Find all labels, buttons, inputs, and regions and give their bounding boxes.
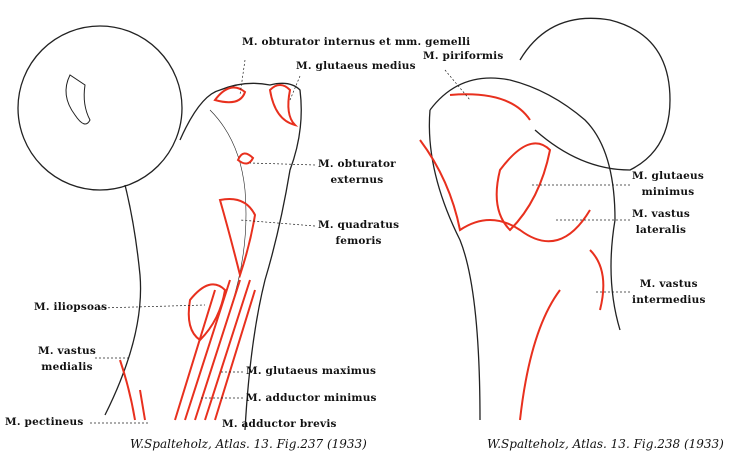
label-line: M. vastus bbox=[639, 278, 698, 290]
label-adductor-minimus: M. adductor minimus bbox=[246, 392, 377, 404]
label-piriformis: M. piriformis bbox=[423, 50, 504, 62]
caption-fig237: W.Spalteholz, Atlas. 13. Fig.237 (1933) bbox=[130, 437, 367, 451]
label-line: minimus bbox=[641, 186, 695, 198]
label-glutaeus-minimus: M. glutaeus minimus bbox=[632, 168, 704, 200]
label-line: medialis bbox=[41, 361, 93, 373]
left-femoral-head bbox=[17, 25, 183, 191]
label-vastus-lateralis: M. vastus lateralis bbox=[632, 206, 690, 238]
label-obturator-externus: M. obturator externus bbox=[318, 156, 396, 188]
label-iliopsoas: M. iliopsoas bbox=[34, 301, 108, 313]
label-vastus-medialis: M. vastus medialis bbox=[38, 343, 96, 375]
right-muscle-attachments bbox=[419, 93, 605, 421]
label-quadratus-femoris: M. quadratus femoris bbox=[318, 217, 399, 249]
label-vastus-intermedius: M. vastus intermedius bbox=[632, 276, 706, 308]
label-line: externus bbox=[330, 174, 384, 186]
label-adductor-brevis: M. adductor brevis bbox=[222, 418, 337, 430]
label-line: lateralis bbox=[635, 224, 687, 236]
label-line: M. glutaeus bbox=[632, 170, 704, 182]
caption-fig238: W.Spalteholz, Atlas. 13. Fig.238 (1933) bbox=[487, 437, 724, 451]
label-line: intermedius bbox=[632, 294, 706, 306]
leader-lines bbox=[90, 59, 630, 424]
label-glutaeus-medius: M. glutaeus medius bbox=[296, 60, 416, 72]
label-line: M. vastus bbox=[632, 208, 690, 220]
left-muscle-attachments bbox=[119, 84, 299, 421]
label-glutaeus-maximus: M. glutaeus maximus bbox=[246, 365, 377, 377]
right-femur bbox=[428, 17, 671, 421]
label-line: M. vastus bbox=[38, 345, 96, 357]
label-line: femoris bbox=[335, 235, 382, 247]
label-line: M. obturator bbox=[318, 158, 396, 170]
label-pectineus: M. pectineus bbox=[5, 416, 84, 428]
label-obturator-internus: M. obturator internus et mm. gemelli bbox=[242, 36, 471, 48]
label-line: M. quadratus bbox=[318, 219, 400, 231]
